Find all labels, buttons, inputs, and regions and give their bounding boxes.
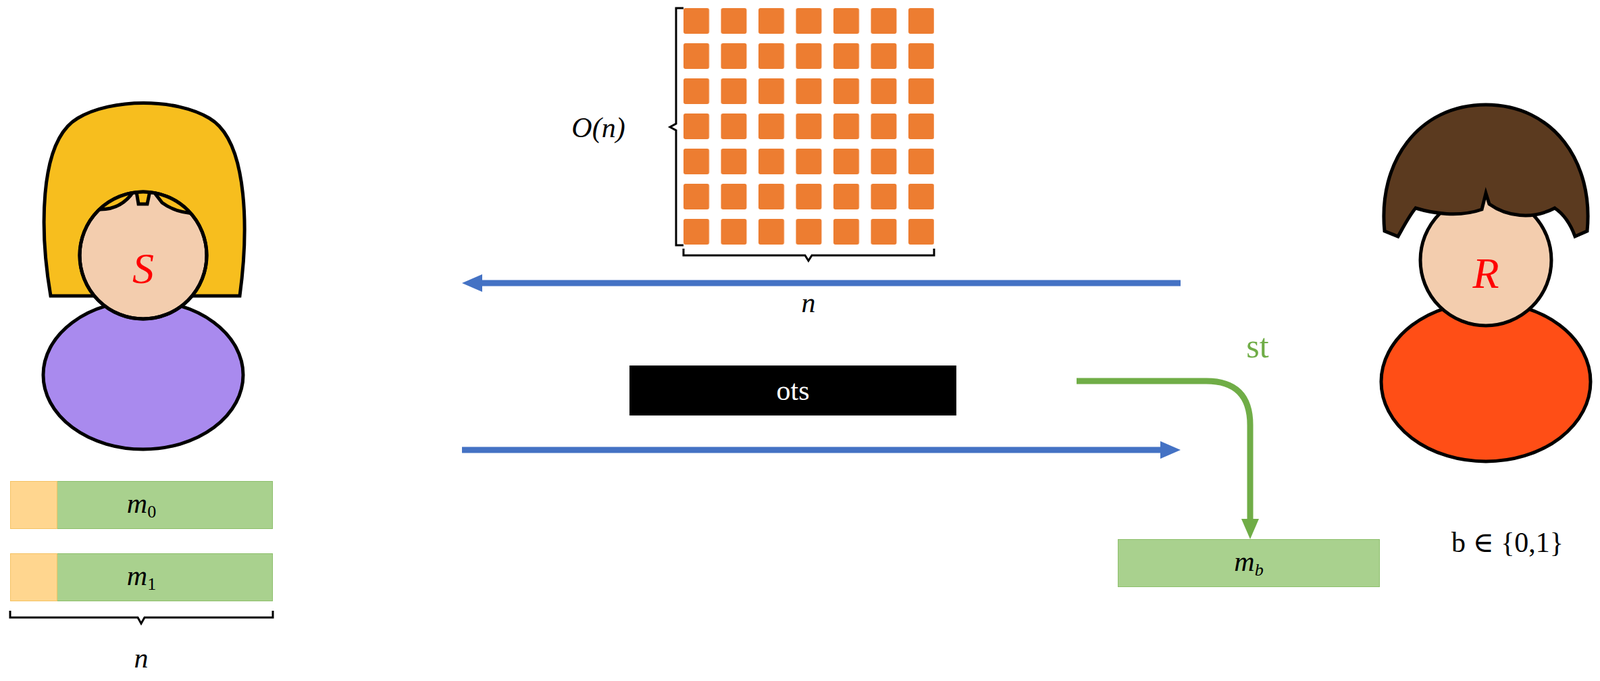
hair bbox=[43, 103, 245, 297]
message-box: m1 bbox=[10, 553, 273, 602]
fringe bbox=[64, 128, 234, 214]
width-bracket bbox=[683, 248, 935, 261]
key-stripe bbox=[10, 553, 58, 602]
state-label: st bbox=[1246, 328, 1269, 363]
hair bbox=[1383, 104, 1588, 237]
height-bracket bbox=[669, 8, 684, 246]
message-name: m0 bbox=[126, 488, 157, 521]
state-arrow bbox=[1076, 380, 1251, 526]
length-bracket bbox=[10, 610, 273, 624]
key-stripe bbox=[10, 480, 58, 529]
ciphertext-matrix bbox=[683, 8, 935, 246]
party-name: S bbox=[132, 247, 154, 291]
message-name: m1 bbox=[126, 561, 157, 593]
party-name: R bbox=[1472, 251, 1499, 296]
message-arrow bbox=[475, 280, 1181, 287]
message-arrow bbox=[461, 447, 1168, 454]
ots-box: ots bbox=[629, 365, 957, 416]
size-label: O(n) bbox=[571, 113, 625, 142]
size-label: n bbox=[801, 288, 816, 317]
message-name: mb bbox=[1233, 547, 1263, 579]
message-box: m0 bbox=[10, 480, 273, 529]
face bbox=[79, 191, 207, 319]
body bbox=[43, 300, 244, 450]
sender-figure: S bbox=[37, 101, 254, 453]
size-label: n bbox=[134, 643, 149, 673]
protocol-name: ots bbox=[776, 376, 810, 405]
message-box: mb bbox=[1117, 538, 1380, 587]
receiver-figure: R bbox=[1377, 101, 1594, 467]
choice-bit-label: b ∈ {0,1} bbox=[1451, 528, 1564, 557]
face-outline bbox=[79, 191, 207, 319]
